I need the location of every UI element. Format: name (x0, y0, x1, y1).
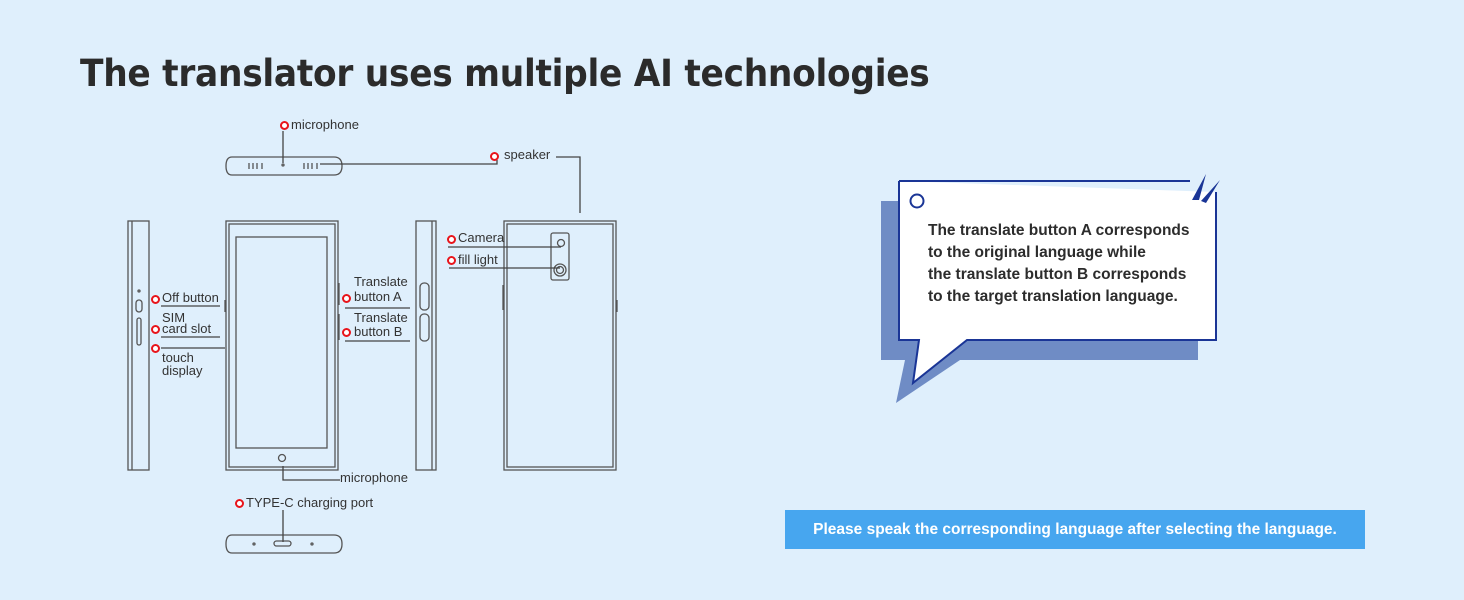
label-sim: SIM (162, 310, 186, 325)
device-right-side-view (415, 220, 437, 471)
marker-dot (447, 256, 456, 265)
label-type-c-port: TYPE-C charging port (246, 495, 374, 510)
bubble-outline (898, 180, 1217, 386)
device-top-view (225, 156, 343, 176)
label-microphone-bottom: microphone (340, 470, 408, 485)
marker-dot (151, 344, 160, 353)
banner-text: Please speak the corresponding language … (813, 520, 1337, 538)
info-banner: Please speak the corresponding language … (785, 510, 1365, 549)
label-off-button: Off button (162, 290, 219, 305)
marker-dot (447, 235, 456, 244)
marker-dot (151, 295, 160, 304)
label-camera: Camera (458, 230, 505, 245)
marker-dot (151, 325, 160, 334)
page-title: The translator uses multiple AI technolo… (80, 52, 930, 95)
label-touch: touch (162, 350, 194, 365)
circle-icon (909, 193, 925, 209)
label-translate-a-line1: Translate (354, 274, 408, 289)
marker-dot (490, 152, 499, 161)
leader-lines (161, 131, 581, 542)
device-front-view (224, 220, 340, 471)
label-translate-a-line2: button A (354, 289, 402, 304)
marker-dot (342, 328, 351, 337)
sparkle-icon (1192, 174, 1220, 203)
bubble-line: The translate button A corresponds (928, 222, 1190, 239)
label-display: display (162, 363, 203, 378)
bubble-line: to the original language while (928, 244, 1146, 261)
label-fill-light: fill light (458, 252, 498, 267)
label-translate-b-line2: button B (354, 324, 403, 339)
bubble-line: the translate button B corresponds (928, 266, 1187, 283)
bubble-text: The translate button A corresponds to th… (928, 220, 1190, 308)
device-back-view (502, 220, 618, 471)
marker-dot (280, 121, 289, 130)
marker-dot (342, 294, 351, 303)
marker-dot (235, 499, 244, 508)
label-card-slot: card slot (162, 321, 212, 336)
bubble-line: to the target translation language. (928, 288, 1178, 305)
label-microphone-top: microphone (291, 117, 359, 132)
label-translate-b-line1: Translate (354, 310, 408, 325)
label-speaker: speaker (504, 147, 551, 162)
device-left-side-view (127, 220, 150, 471)
